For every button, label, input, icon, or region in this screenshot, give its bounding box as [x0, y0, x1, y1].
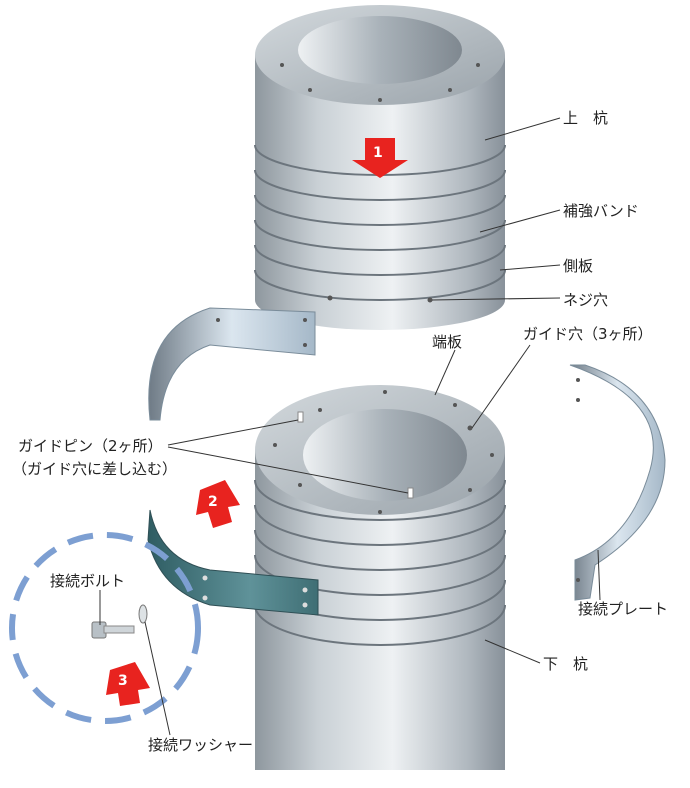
label-lower-pile: 下 杭 — [543, 655, 589, 673]
label-connection-washer: 接続ワッシャー — [148, 736, 254, 754]
lower-reinforcing-bands — [254, 479, 506, 646]
step-2-arrow — [196, 480, 240, 528]
connection-washer — [138, 604, 148, 624]
connection-plate-upper-left — [148, 307, 316, 421]
label-reinforcing-band: 補強バンド — [563, 202, 639, 220]
label-connection-bolt: 接続ボルト — [50, 572, 126, 590]
step-3-number: 3 — [118, 673, 128, 689]
label-guide-pin: ガイドピン（2ヶ所） — [18, 437, 163, 455]
label-end-plate: 端板 — [432, 333, 463, 351]
label-guide-hole: ガイド穴（3ヶ所） — [523, 325, 653, 343]
connection-bolt — [91, 621, 135, 639]
guide-pin — [407, 487, 414, 499]
guide-pin — [297, 411, 304, 423]
label-guide-pin-note: （ガイド穴に差し込む） — [12, 460, 178, 478]
step-2-number: 2 — [208, 494, 218, 510]
label-side-plate: 側板 — [563, 257, 594, 275]
upper-pile — [254, 5, 506, 330]
label-connection-plate: 接続プレート — [578, 600, 669, 618]
lower-pile — [254, 385, 506, 770]
step-3-arrow — [106, 662, 150, 706]
step-1-arrow — [352, 138, 408, 178]
connection-plate-right — [569, 364, 666, 601]
leader-lines — [99, 117, 601, 736]
step-1-number: 1 — [373, 145, 383, 161]
label-upper-pile: 上 杭 — [563, 109, 609, 127]
dashed-highlight-circle — [9, 532, 201, 724]
label-screw-hole: ネジ穴 — [563, 291, 609, 309]
